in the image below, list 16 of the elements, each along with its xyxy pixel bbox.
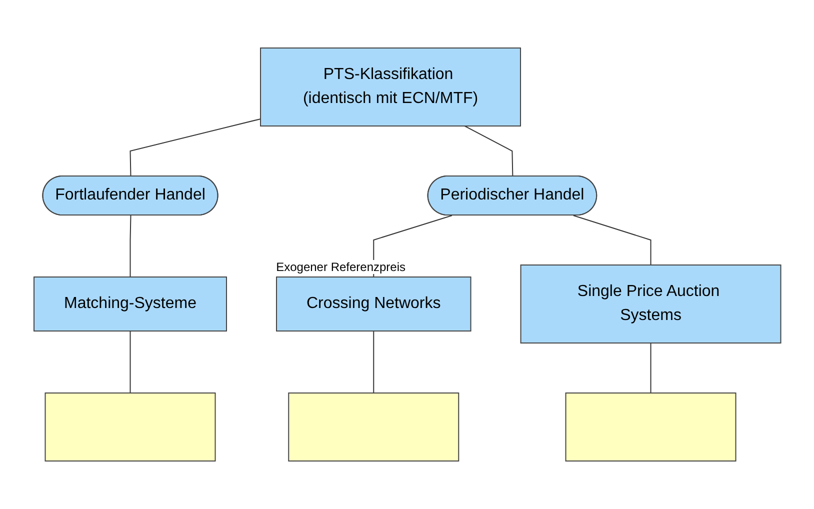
connector <box>372 215 452 278</box>
node-box: PTS-Klassifikation (identisch mit ECN/MTF) <box>260 48 521 126</box>
connector <box>129 118 261 177</box>
node-box: Matching-Systeme <box>33 276 227 332</box>
node-box <box>44 392 216 462</box>
node-box <box>564 392 736 462</box>
connector <box>129 215 131 278</box>
connector <box>372 330 374 394</box>
node-box <box>288 392 459 462</box>
node-box: Crossing Networks <box>276 276 471 332</box>
connector <box>572 215 651 266</box>
connector <box>650 342 651 394</box>
connector <box>464 126 513 177</box>
node-box: Single Price Auction Systems <box>520 264 781 344</box>
annotation-text: Exogener Referenzpreis <box>276 260 406 274</box>
connector <box>129 330 130 394</box>
